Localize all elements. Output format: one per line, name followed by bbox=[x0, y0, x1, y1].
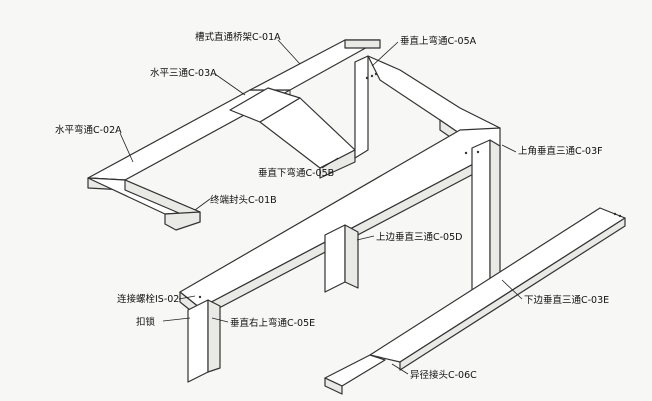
label-vertical-down-elbow: 垂直下弯通C-05B bbox=[258, 167, 334, 179]
tray-reducer bbox=[324, 354, 386, 395]
label-side-vertical-tee: 上边垂直三通C-05D bbox=[376, 231, 462, 243]
tray-lower-diagonal bbox=[369, 207, 626, 371]
label-horizontal-elbow: 水平弯通C-02A bbox=[55, 124, 122, 136]
label-clip-lock: 扣锁 bbox=[136, 316, 156, 328]
label-vertical-up-elbow: 垂直上弯通C-05A bbox=[400, 35, 477, 47]
label-lower-vertical-tee: 下边垂直三通C-03E bbox=[524, 294, 609, 306]
label-upper-vertical-tee: 上角垂直三通C-03F bbox=[518, 145, 603, 157]
tray-top-straight bbox=[249, 39, 381, 98]
label-right-up-elbow: 垂直右上弯通C-05E bbox=[230, 317, 315, 329]
label-horizontal-tee: 水平三通C-03A bbox=[150, 67, 217, 79]
tray-middle-run bbox=[229, 87, 356, 179]
tray-vertical-drop-left bbox=[187, 299, 221, 383]
leader-lines bbox=[119, 39, 523, 375]
label-straight-tray: 槽式直通桥架C-01A bbox=[195, 31, 281, 43]
tray-vertical-drop-mid bbox=[324, 224, 359, 293]
label-reducer: 异径接头C-06C bbox=[410, 369, 477, 381]
label-end-cap: 终端封头C-01B bbox=[210, 194, 277, 206]
label-connecting-bolt: 连接螺栓IS-02 bbox=[117, 293, 179, 305]
bolt-holes bbox=[198, 72, 622, 299]
tray-vertical-drop-right bbox=[471, 139, 501, 296]
